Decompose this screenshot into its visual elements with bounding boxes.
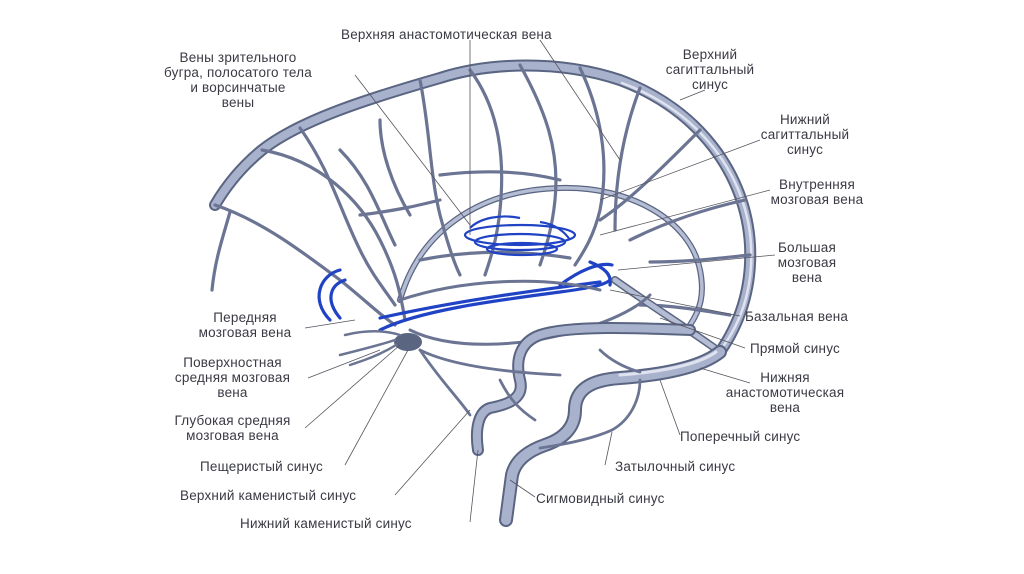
- label-line: мозговая вена: [150, 428, 315, 443]
- label-text: Нижний каменистый синус: [240, 516, 412, 531]
- label-line: Глубокая средняя: [150, 413, 315, 428]
- label-text: Базальная вена: [745, 309, 848, 324]
- deep-blue-veins: [319, 262, 612, 330]
- label-text: Верхний каменистый синус: [180, 488, 356, 503]
- label-superior-anastomotic-vein: Верхняя анастомотическая вена: [341, 27, 552, 42]
- label-anterior-cerebral-vein: Передняя мозговая вена: [175, 310, 315, 340]
- occipital-veins: [420, 350, 640, 448]
- label-line: мозговая вена: [752, 192, 882, 207]
- label-line: Поверхностная: [150, 355, 315, 370]
- label-great-cerebral-vein: Большая мозговая вена: [762, 240, 852, 285]
- label-cavernous-sinus: Пещеристый синус: [200, 459, 323, 474]
- label-line: Нижний: [745, 112, 865, 127]
- label-inferior-sagittal-sinus: Нижний сагиттальный синус: [745, 112, 865, 157]
- label-line: и ворсинчатые: [158, 80, 318, 95]
- label-line: вена: [150, 385, 315, 400]
- label-line: Нижняя: [700, 370, 870, 385]
- label-sigmoid-sinus: Сигмовидный синус: [536, 491, 665, 506]
- label-superficial-middle-cerebral-vein: Поверхностная средняя мозговая вена: [150, 355, 315, 400]
- label-line: Верхний: [650, 47, 770, 62]
- label-superior-petrosal-sinus: Верхний каменистый синус: [180, 488, 356, 503]
- label-line: вена: [700, 400, 870, 415]
- label-line: Внутренняя: [752, 177, 882, 192]
- label-text: Затылочный синус: [615, 459, 735, 474]
- label-line: синус: [745, 142, 865, 157]
- label-text: Поперечный синус: [680, 429, 800, 444]
- label-text: Верхняя анастомотическая вена: [341, 27, 552, 42]
- label-line: анастомотическая: [700, 385, 870, 400]
- label-basal-vein: Базальная вена: [745, 309, 848, 324]
- label-internal-cerebral-vein: Внутренняя мозговая вена: [752, 177, 882, 207]
- label-inferior-petrosal-sinus: Нижний каменистый синус: [240, 516, 412, 531]
- label-line: мозговая вена: [175, 325, 315, 340]
- label-straight-sinus: Прямой синус: [750, 341, 840, 356]
- label-line: Передняя: [175, 310, 315, 325]
- label-line: синус: [650, 77, 770, 92]
- label-superior-sagittal-sinus: Верхний сагиттальный синус: [650, 47, 770, 92]
- label-line: сагиттальный: [745, 127, 865, 142]
- thalamostriate-veins-shape: [465, 216, 575, 255]
- label-line: мозговая: [762, 255, 852, 270]
- label-line: средняя мозговая: [150, 370, 315, 385]
- label-line: Большая: [762, 240, 852, 255]
- label-line: вены: [158, 95, 318, 110]
- label-line: бугра, полосатого тела: [158, 65, 318, 80]
- label-thalamostriate-veins: Вены зрительного бугра, полосатого тела …: [158, 50, 318, 110]
- label-line: вена: [762, 270, 852, 285]
- label-occipital-sinus: Затылочный синус: [615, 459, 735, 474]
- label-transverse-sinus: Поперечный синус: [680, 429, 800, 444]
- label-deep-middle-cerebral-vein: Глубокая средняя мозговая вена: [150, 413, 315, 443]
- label-text: Прямой синус: [750, 341, 840, 356]
- label-line: сагиттальный: [650, 62, 770, 77]
- label-text: Пещеристый синус: [200, 459, 323, 474]
- label-inferior-anastomotic-vein: Нижняя анастомотическая вена: [700, 370, 870, 415]
- label-line: Вены зрительного: [158, 50, 318, 65]
- cavernous-sinus-shape: [340, 331, 422, 365]
- label-text: Сигмовидный синус: [536, 491, 665, 506]
